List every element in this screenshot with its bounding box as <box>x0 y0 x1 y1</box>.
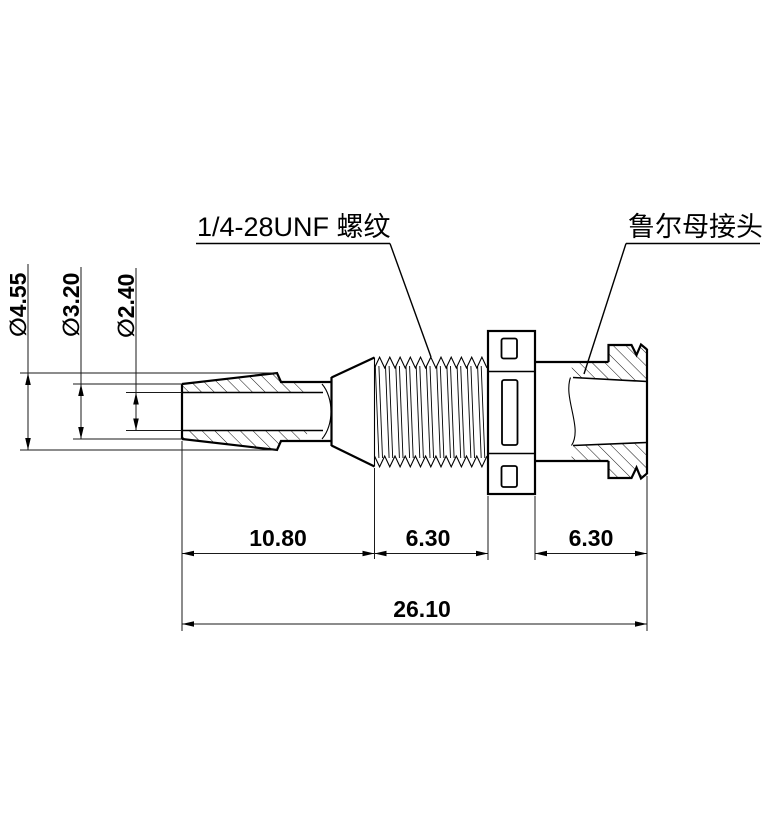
dimension-arrows <box>182 550 647 627</box>
barb-section <box>180 356 375 468</box>
luer-leader-line <box>583 243 627 375</box>
dim-length-barb: 10.80 <box>249 525 307 551</box>
thread-leader-line <box>389 243 432 358</box>
collar-section <box>486 329 537 496</box>
dim-diameter-bore: ∅2.40 <box>113 274 139 338</box>
dim-length-luer: 6.30 <box>569 525 614 551</box>
fitting-part <box>180 329 649 496</box>
collar-facet-top <box>500 337 518 360</box>
section-break-curve <box>321 383 332 440</box>
collar-facet-middle <box>501 379 519 446</box>
dim-length-total: 26.10 <box>393 596 451 622</box>
thread-flank-lines <box>374 365 486 459</box>
diameter-dimensions: ∅4.55 ∅3.20 ∅2.40 <box>5 264 277 451</box>
thread-callout-label: 1/4-28UNF 螺纹 <box>197 212 391 242</box>
luer-flange-bottom <box>607 461 648 481</box>
luer-section <box>535 342 649 481</box>
collar-facet-bottom <box>500 465 518 488</box>
dim-length-thread: 6.30 <box>406 525 451 551</box>
dimension-arrows <box>25 373 139 450</box>
dim-diameter-tip-outer: ∅3.20 <box>58 273 84 337</box>
luer-callout-label: 鲁尔母接头 <box>628 212 763 242</box>
thread-crest-bottom <box>374 454 488 469</box>
dim-diameter-barb-max: ∅4.55 <box>5 272 31 337</box>
thread-crest-top <box>374 355 488 370</box>
length-dimensions: 10.80 6.30 6.30 26.10 <box>181 441 648 631</box>
transition-cone-top <box>331 356 375 379</box>
callouts: 1/4-28UNF 螺纹 鲁尔母接头 <box>196 212 763 375</box>
luer-flange-top <box>607 342 648 362</box>
thread-section <box>373 355 488 469</box>
section-break-curve-luer <box>568 377 576 446</box>
transition-cone-bottom <box>331 444 375 468</box>
